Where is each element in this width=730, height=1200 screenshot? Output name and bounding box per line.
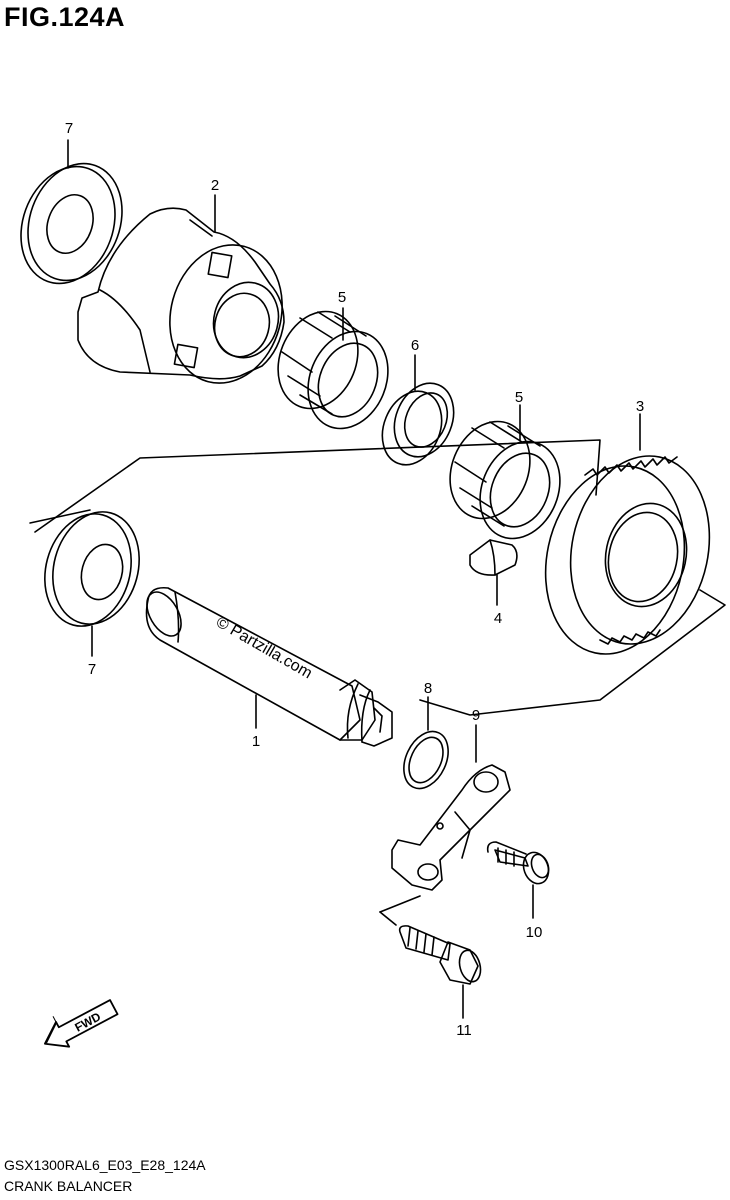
ref-label-3: 3 [636, 398, 644, 415]
shaft [145, 586, 393, 747]
ref-label-2: 2 [211, 177, 219, 194]
ref-label-6: 6 [411, 337, 419, 354]
ref-label-9: 9 [472, 707, 480, 724]
spacer [381, 382, 455, 466]
o-ring [403, 730, 449, 790]
ref-label-8: 8 [424, 680, 432, 697]
assembly-outline-right [419, 589, 726, 716]
assembly-outline-lower [29, 509, 91, 524]
assembly-outline [34, 439, 601, 533]
bolt-large [398, 925, 482, 985]
ref-label-4: 4 [494, 610, 502, 627]
assembly-outline-low [379, 895, 421, 913]
figure-title: FIG.124A [4, 2, 126, 32]
figure-code: GSX1300RAL6_E03_E28_124A [4, 1157, 206, 1173]
ref-label-5-lower: 5 [515, 389, 523, 406]
washer-lower [44, 511, 140, 627]
washer-upper [20, 162, 123, 285]
ref-label-7-lower: 7 [88, 661, 96, 678]
ref-label-10: 10 [526, 924, 543, 941]
assembly-outline-tick [379, 911, 397, 926]
balancer-weight [77, 207, 285, 384]
driven-gear [544, 455, 711, 655]
fwd-arrow: FWD [44, 999, 119, 1048]
ref-label-11: 11 [456, 1022, 472, 1039]
needle-bearing-upper [277, 310, 389, 430]
ref-label-5-upper: 5 [338, 289, 346, 306]
lever [391, 764, 511, 891]
figure-name: CRANK BALANCER [4, 1178, 133, 1194]
watermark: © Partzilla.com [213, 614, 315, 683]
damper [469, 539, 518, 576]
needle-bearing-lower [449, 420, 561, 540]
ref-label-7-upper: 7 [65, 120, 73, 137]
ref-label-1: 1 [252, 733, 260, 750]
bolt-small [486, 841, 550, 885]
